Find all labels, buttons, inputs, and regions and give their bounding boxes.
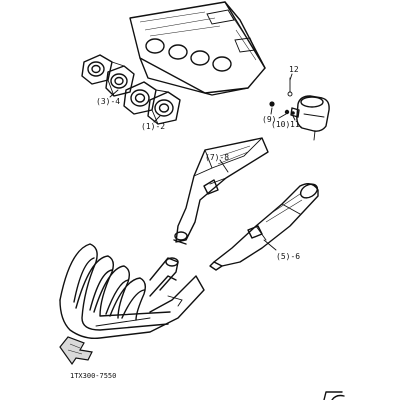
- callout-3-4: (3)-4: [96, 97, 120, 106]
- reservoir-assembly: [269, 77, 330, 141]
- callout-11: 11: [290, 120, 300, 129]
- corner-mark-icon: [323, 391, 345, 400]
- muffler-upper: [173, 137, 269, 245]
- carb-joint-upper: [81, 54, 135, 97]
- muffler-lower: [209, 183, 319, 271]
- callout-10: (10): [271, 120, 290, 129]
- carb-joint-lower: [123, 81, 181, 125]
- callout-5-6: (5)-6: [276, 252, 300, 261]
- drawing-code: 1TX300-7550: [70, 372, 116, 380]
- callout-labels: (3)-4 (1)-2 12 (9) (10) 11 (7)-8 (5)-6: [96, 65, 300, 261]
- callout-7-8: (7)-8: [205, 153, 229, 162]
- callout-12: 12: [289, 65, 299, 74]
- callout-1-2: (1)-2: [141, 122, 165, 131]
- airbox-assembly: [129, 1, 266, 96]
- callout-9: (9): [262, 115, 276, 124]
- leader-lines: [109, 73, 296, 251]
- exhaust-header-pipes: [59, 243, 205, 340]
- front-arrow-icon: [59, 336, 93, 366]
